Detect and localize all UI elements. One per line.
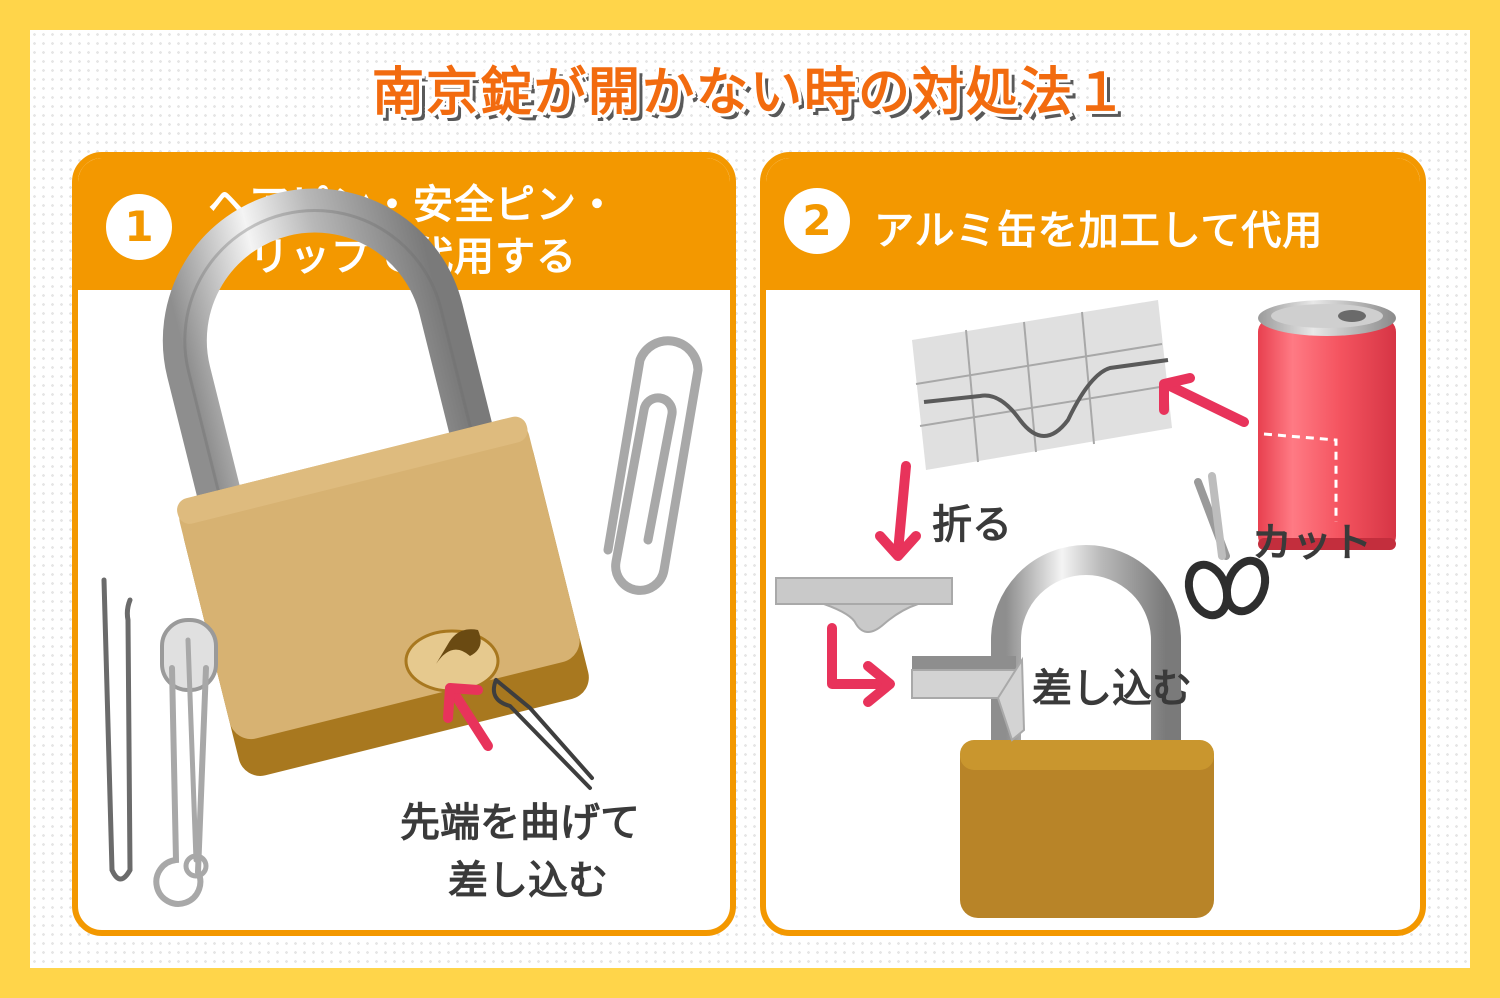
arrow-icon	[875, 461, 921, 561]
folded-shim-icon	[775, 577, 953, 633]
page-title: 南京錠が開かない時の対処法１	[371, 63, 1128, 123]
scissors-icon	[1184, 472, 1270, 620]
label-cut: カット	[1252, 520, 1372, 566]
aluminum-sheet-icon	[912, 300, 1172, 470]
arrow-icon	[827, 623, 895, 707]
paper-clip-icon	[603, 336, 703, 595]
caption-insert: 差し込む	[448, 858, 608, 904]
arrow-icon	[443, 683, 493, 751]
arrow-icon	[1159, 373, 1249, 427]
label-fold: 折る	[932, 502, 1012, 548]
safety-pin-icon	[153, 618, 218, 907]
label-insert: 差し込む	[1032, 666, 1192, 712]
padlock-icon	[162, 188, 589, 776]
caption-bend-tip: 先端を曲げて	[400, 800, 640, 846]
hairpin-icon	[101, 577, 133, 882]
inserted-shim-icon	[911, 656, 1026, 742]
panel-heading-line-1: アルミ缶を加工して代用	[874, 208, 1324, 254]
panel-header: 2 アルミ缶を加工して代用	[766, 158, 1420, 290]
step-number-badge: 2	[784, 188, 850, 254]
padlock-icon	[960, 545, 1214, 918]
step-number-badge: 1	[106, 194, 172, 260]
aluminum-can-icon	[1258, 300, 1396, 550]
bent-pin-icon	[491, 678, 594, 790]
